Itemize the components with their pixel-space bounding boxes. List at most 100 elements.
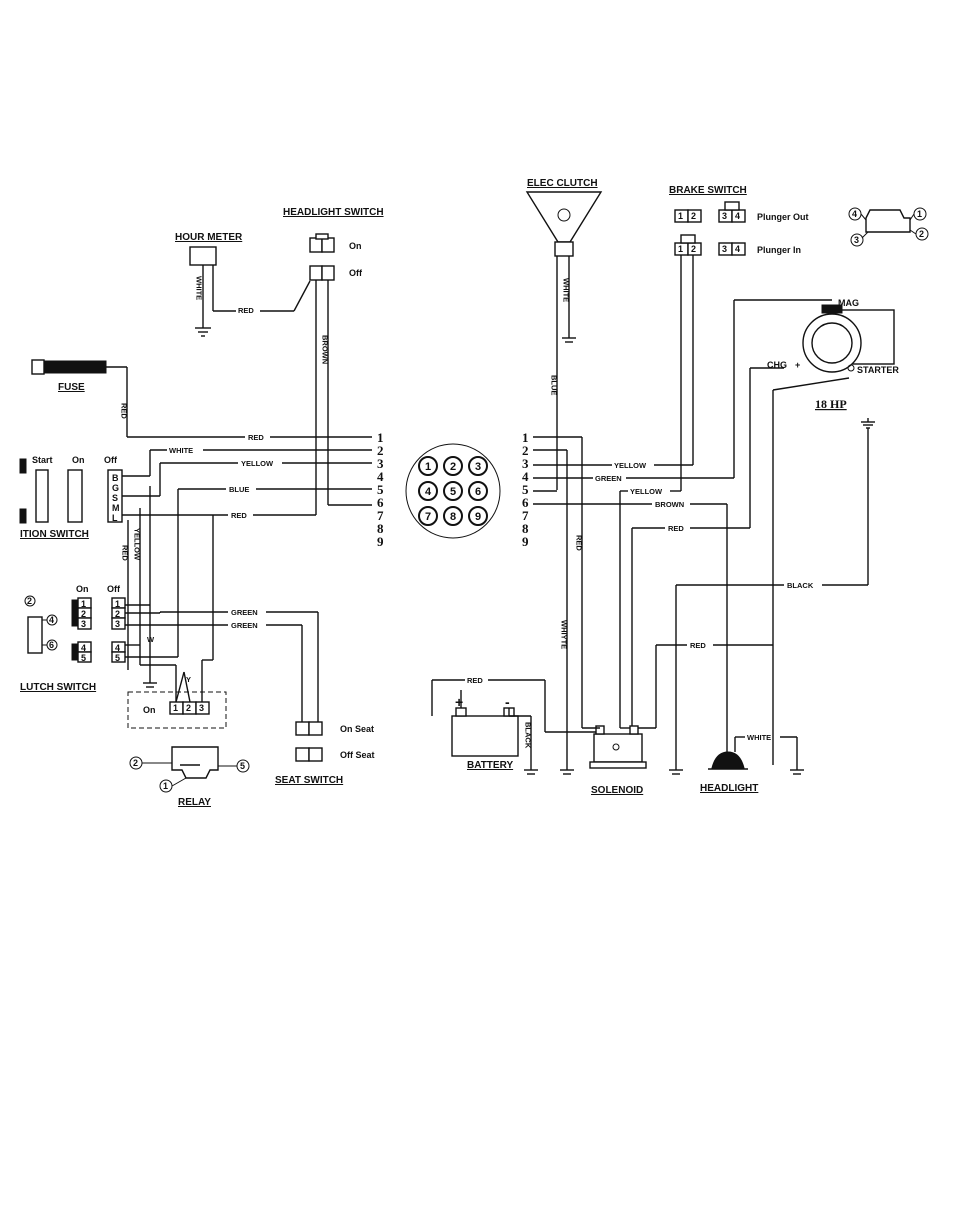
left-connector-numbers: 1 2 3 4 5 6 7 8 9	[377, 430, 384, 549]
brake-in-pin-4: 4	[735, 244, 740, 254]
terminal-block: 4 1 3 2	[848, 207, 929, 247]
clutch-off-pin-5: 5	[115, 653, 120, 663]
seat-switch: On Seat Off Seat SEAT SWITCH	[275, 721, 375, 786]
connector-pin-6	[468, 481, 488, 501]
engine-starter-label: STARTER	[857, 365, 899, 375]
connector-pin-label-8: 8	[450, 511, 456, 523]
brake-out-pin-2: 2	[691, 211, 696, 221]
relay-pin-5: 5	[240, 761, 245, 771]
wire-r4-green-label: GREEN	[595, 474, 622, 483]
clutch-off-pin-2: 2	[115, 609, 120, 619]
right-num-4: 4	[522, 469, 529, 484]
left-num-7: 7	[377, 508, 384, 523]
terminal-pin-4: 4	[852, 209, 857, 219]
clutch-off-pin-1: 1	[115, 599, 120, 609]
terminal-pin-2: 2	[919, 229, 924, 239]
left-num-1: 1	[377, 430, 384, 445]
relay-w-label: W	[147, 635, 155, 644]
battery-plus-label: +	[455, 694, 463, 710]
connector-pin-label-2: 2	[450, 461, 456, 473]
connector-pin-1	[418, 456, 438, 476]
connector-pin-label-6: 6	[475, 486, 481, 498]
headlight: HEADLIGHT WHITE	[700, 733, 804, 794]
wire-r6-brown-label: BROWN	[655, 500, 684, 509]
left-num-5: 5	[377, 482, 384, 497]
clutch-on-label: On	[76, 584, 89, 594]
brake-out-pin-1: 1	[678, 211, 683, 221]
svg-text:+: +	[795, 360, 800, 370]
left-num-8: 8	[377, 521, 384, 536]
headlight-switch-label: HEADLIGHT SWITCH	[283, 207, 384, 218]
ignition-terminal-b: B	[112, 473, 119, 483]
wire-1-red-label: RED	[248, 433, 264, 442]
terminal-pin-1: 1	[917, 209, 922, 219]
engine-chg-label: CHG	[767, 360, 787, 370]
connector-pin-label-4: 4	[425, 486, 432, 498]
connector-pin-9	[468, 506, 488, 526]
clutch-off-pin-4: 4	[115, 643, 120, 653]
relay: 2 5 1 RELAY	[129, 746, 250, 808]
left-num-9: 9	[377, 534, 384, 549]
engine-hp-label: 18 HP	[815, 397, 847, 411]
wire-green-2-label: GREEN	[231, 621, 258, 630]
relay-socket-pin-2: 2	[186, 703, 191, 713]
wire-r-yellow2-label: YELLOW	[630, 487, 663, 496]
relay-socket-pin-3: 3	[199, 703, 204, 713]
brake-in-pin-1: 1	[678, 244, 683, 254]
relay-socket: On 1 2 3 Y	[127, 515, 227, 729]
clutch-on-pin-1: 1	[81, 599, 86, 609]
connector-pin-3	[468, 456, 488, 476]
elec-clutch-ground-icon	[562, 337, 576, 343]
headlight-ground-icon	[790, 769, 804, 775]
wire-r3-yellow-label: YELLOW	[614, 461, 647, 470]
ignition-switch: Start On Off B G S M L ITION SWITCH	[19, 455, 123, 540]
battery-black-label: BLACK	[524, 722, 533, 749]
clutch-on-pin-3: 3	[81, 619, 86, 629]
ignition-yellow-down-label: YELLOW	[133, 528, 142, 561]
right-num-1: 1	[522, 430, 529, 445]
wire-starter-red-label: RED	[690, 641, 706, 650]
seat-on-label: On Seat	[340, 724, 374, 734]
connector-pin-label-7: 7	[425, 511, 431, 523]
relay-y-label: Y	[186, 675, 191, 684]
seat-switch-label: SEAT SWITCH	[275, 775, 343, 786]
headlight-label: HEADLIGHT	[700, 783, 758, 794]
hour-meter-red-label: RED	[238, 306, 254, 315]
ignition-terminal-l: L	[112, 513, 118, 523]
clutch-ground-icon	[143, 670, 157, 688]
plunger-in-label: Plunger In	[757, 245, 801, 255]
wire-5-blue-label: BLUE	[229, 485, 249, 494]
headlight-switch-on-label: On	[349, 241, 362, 251]
right-connector-numbers: 1 2 3 4 5 6 7 8 9	[522, 430, 529, 549]
relay-socket-pin-1: 1	[173, 703, 178, 713]
headlight-switch-off-label: Off	[349, 268, 363, 278]
solenoid-label: SOLENOID	[591, 785, 643, 796]
headlight-brown-label: BROWN	[321, 335, 330, 364]
clutch-on-pin-5: 5	[81, 653, 86, 663]
wire-r-red-label: RED	[668, 524, 684, 533]
battery-label: BATTERY	[467, 760, 513, 771]
connector-pin-5	[443, 481, 463, 501]
clutch-side-pin-4: 4	[49, 615, 54, 625]
right-red-label: RED	[575, 535, 584, 551]
clutch-switch: On Off 1 2 3 1 2 3 4 5 4 5 LUTCH SWITCH …	[20, 584, 319, 722]
battery-red-label: RED	[467, 676, 483, 685]
right-num-6: 6	[522, 495, 529, 510]
right-white-ground-icon	[560, 769, 574, 775]
relay-label: RELAY	[178, 797, 211, 808]
solenoid: SOLENOID	[582, 725, 647, 796]
elec-clutch-label: ELEC CLUTCH	[527, 178, 598, 189]
right-harness: RED WHIYTE YELLOW GREEN YELLOW BROWN RED…	[533, 436, 868, 775]
wire-3-yellow-label: YELLOW	[241, 459, 274, 468]
right-num-5: 5	[522, 482, 529, 497]
hour-meter-body	[189, 246, 217, 266]
headlight-switch: HEADLIGHT SWITCH On Off BROWN	[283, 207, 384, 515]
battery-minus-label: -	[505, 694, 510, 710]
right-num-8: 8	[522, 521, 529, 536]
ignition-red-down-label: RED	[121, 545, 130, 561]
elec-clutch: ELEC CLUTCH WHITE BLUE	[525, 178, 603, 490]
engine: MAG CHG + STARTER 18 HP	[733, 298, 899, 765]
left-num-6: 6	[377, 495, 384, 510]
left-num-3: 3	[377, 456, 384, 471]
